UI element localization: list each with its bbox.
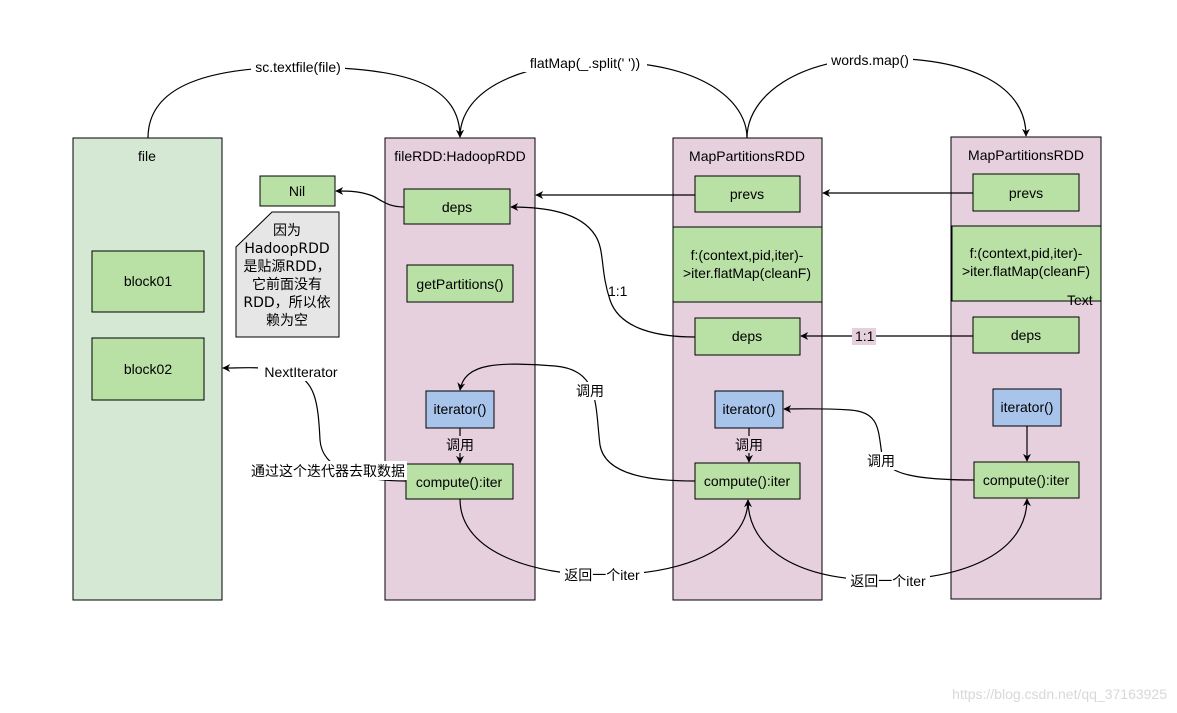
edge-return-iter-left-bg xyxy=(560,566,644,584)
hadoop-deps-label: deps xyxy=(442,199,472,215)
edge-call-map1-bg xyxy=(730,436,768,453)
map2-iterator-box: iterator() xyxy=(992,388,1062,427)
edge-one-to-one-left-label: 1:1 xyxy=(608,283,628,299)
map1-compute-box: compute():iter xyxy=(694,462,801,500)
edge-flatmap-label: flatMap(_.split(' ')) xyxy=(530,55,640,71)
block01-label: block01 xyxy=(124,273,172,289)
note-line-3: 是贴源RDD， xyxy=(243,259,330,275)
nil-box: Nil xyxy=(259,175,336,207)
map-rdd-2-title: MapPartitionsRDD xyxy=(968,147,1084,163)
hadoop-get-partitions-label: getPartitions() xyxy=(416,276,503,292)
map2-prevs-box: prevs xyxy=(972,173,1080,212)
note-line-2: HadoopRDD xyxy=(244,241,329,257)
edge-map1-deps-to-hadoop-deps xyxy=(510,203,696,338)
hadoop-deps-box: deps xyxy=(403,188,511,225)
map1-compute-label: compute():iter xyxy=(704,473,791,489)
block01-box: block01 xyxy=(91,250,205,313)
edge-return-iter-right-bg xyxy=(846,572,930,590)
hadoop-rdd-title: fileRDD:HadoopRDD xyxy=(394,148,526,164)
map2-func-box: f:(context,pid,iter)- >iter.flatMap(clea… xyxy=(951,225,1102,302)
edge-return-iter-left-label: 返回一个iter xyxy=(564,567,640,583)
map1-deps-label: deps xyxy=(732,328,762,344)
edge-next-iterator-bg xyxy=(258,363,344,381)
edge-one-to-one-right-label-bg xyxy=(852,328,876,345)
edge-one-to-one-right-label: 1:1 xyxy=(855,328,875,344)
watermark: https://blog.csdn.net/qq_37163925 xyxy=(952,686,1167,702)
file-column-title: file xyxy=(138,148,156,164)
edge-call-hadoop-label: 调用 xyxy=(446,437,474,453)
map2-prevs-label: prevs xyxy=(1009,185,1043,201)
map2-func-line-1: f:(context,pid,iter)- xyxy=(970,245,1083,261)
map2-iterator-label: iterator() xyxy=(1001,399,1054,415)
edge-flatmap xyxy=(456,61,748,139)
map1-iterator-label: iterator() xyxy=(723,401,776,417)
map1-prevs-label: prevs xyxy=(730,186,764,202)
edge-textfile-label-bg xyxy=(251,58,345,76)
map2-func-line-2: >iter.flatMap(cleanF) xyxy=(962,263,1090,279)
edge-words-map xyxy=(746,57,1030,139)
edge-textfile-label: sc.textfile(file) xyxy=(255,59,341,75)
note-line-6: 赖为空 xyxy=(266,313,308,329)
map2-compute-label: compute():iter xyxy=(983,472,1070,488)
edge-words-map-label-bg xyxy=(827,51,913,69)
edge-words-map-label: words.map() xyxy=(830,52,909,68)
map1-deps-box: deps xyxy=(694,317,801,356)
hadoop-get-partitions-box: getPartitions() xyxy=(406,264,514,303)
edge-call-right-label: 调用 xyxy=(867,453,895,469)
map2-deps-label: deps xyxy=(1011,327,1041,343)
block02-label: block02 xyxy=(124,361,172,377)
edge-return-iter-right-label: 返回一个iter xyxy=(850,573,926,589)
edge-next-iterator-label: NextIterator xyxy=(264,364,337,380)
map2-compute-box: compute():iter xyxy=(973,461,1080,499)
hadoop-compute-label: compute():iter xyxy=(416,474,503,490)
edge-fetch-label-clip: 通过这个迭代器去取数据 xyxy=(251,463,405,480)
map2-deps-box: deps xyxy=(972,316,1080,354)
edge-call-mid-label: 调用 xyxy=(576,383,604,399)
nil-label: Nil xyxy=(289,183,305,199)
edge-textfile xyxy=(147,66,464,139)
note-line-5: RDD，所以依 xyxy=(243,295,330,311)
map1-prevs-box: prevs xyxy=(694,175,801,213)
map1-iterator-box: iterator() xyxy=(714,390,784,429)
note-line-1: 因为 xyxy=(273,223,301,239)
map-rdd-1-title: MapPartitionsRDD xyxy=(689,148,805,164)
hadoop-iterator-label: iterator() xyxy=(434,401,487,417)
edge-fetch-label: 通过这个迭代器去取数据 xyxy=(251,463,405,480)
map-rdd-2-column: MapPartitionsRDD xyxy=(950,136,1102,600)
edge-hadoop-deps-to-nil xyxy=(335,187,405,208)
edge-call-map1-label: 调用 xyxy=(735,437,763,453)
block02-box: block02 xyxy=(91,337,205,401)
map1-func-box: f:(context,pid,iter)- >iter.flatMap(clea… xyxy=(672,226,823,303)
map1-func-line-1: f:(context,pid,iter)- xyxy=(691,247,804,263)
map-rdd-1-column: MapPartitionsRDD xyxy=(672,137,823,601)
hadoop-compute-box: compute():iter xyxy=(405,463,514,500)
map1-func-line-2: >iter.flatMap(cleanF) xyxy=(683,265,811,281)
edge-call-right-bg xyxy=(863,452,899,470)
edge-map2-compute-calls-map1-iterator xyxy=(783,404,975,481)
hadoop-iterator-box: iterator() xyxy=(425,390,495,429)
edge-call-mid-bg xyxy=(572,382,608,400)
edge-call-hadoop-bg xyxy=(441,436,479,453)
edge-flatmap-label-bg xyxy=(524,54,647,72)
note-line-4: 它前面没有 xyxy=(252,276,322,293)
hadoop-note: 因为 HadoopRDD 是贴源RDD， 它前面没有 RDD，所以依 赖为空 xyxy=(235,211,340,338)
edge-fetch-label-bg xyxy=(249,461,407,480)
map2-text-label: Text xyxy=(1067,292,1093,308)
